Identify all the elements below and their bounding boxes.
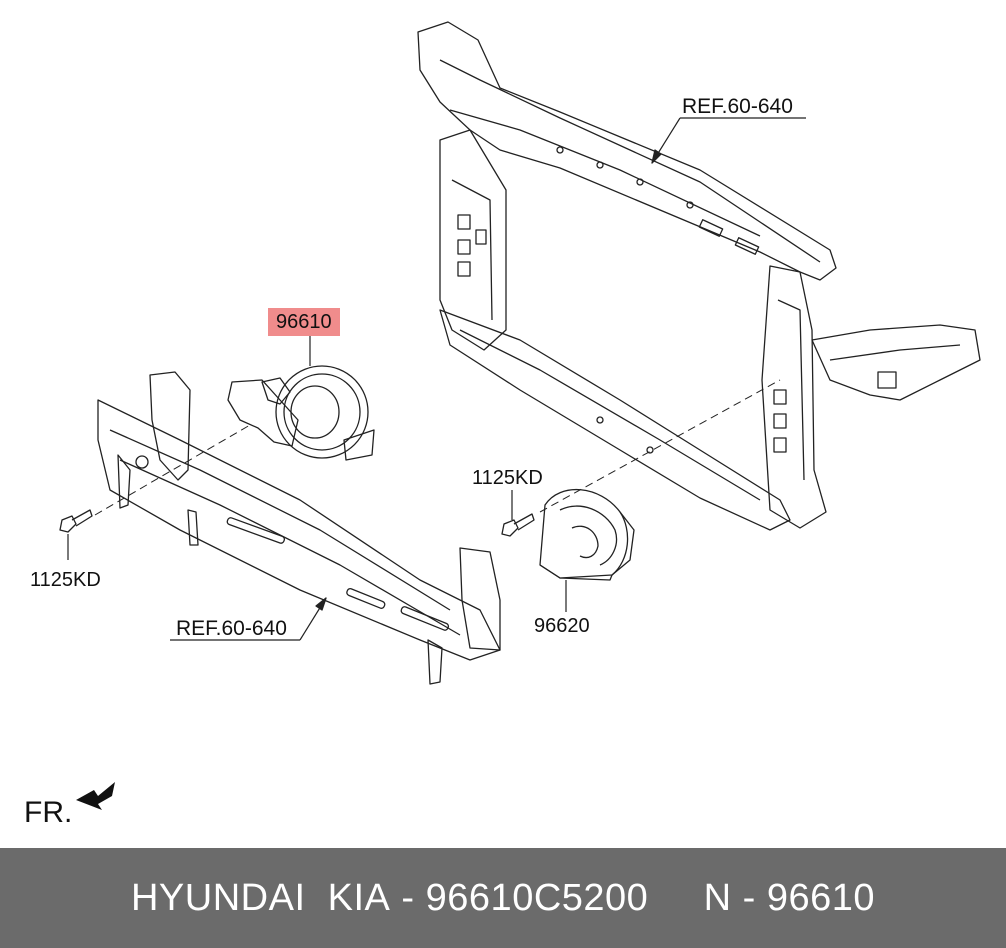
footer-gap — [648, 877, 703, 920]
horn-low-tone — [539, 488, 635, 581]
footer-code: 96610 — [766, 876, 876, 919]
bolt-label-right: 1125KD — [472, 467, 543, 489]
footer-code-prefix: N — [703, 876, 732, 919]
front-arrow-icon — [76, 782, 115, 810]
footer-separator-2: - — [731, 876, 767, 919]
part-label-96620: 96620 — [534, 615, 590, 637]
bolt-right-icon — [501, 513, 535, 537]
ref-label-top: REF.60-640 — [682, 95, 793, 118]
footer-part-number: 96610C5200 — [425, 876, 649, 919]
ref-label-bottom: REF.60-640 — [176, 617, 287, 640]
front-direction-label: FR. — [24, 796, 73, 829]
part-label-96610: 96610 — [268, 308, 340, 336]
footer-brand: HYUNDAI KIA — [130, 876, 391, 919]
footer-separator: - — [390, 876, 426, 919]
bolt-left-icon — [59, 509, 93, 533]
footer-bar: HYUNDAI KIA - 96610C5200 N - 96610 — [0, 848, 1006, 948]
bumper-beam — [97, 371, 501, 685]
parts-diagram — [59, 21, 981, 810]
leader-lines — [67, 117, 806, 641]
alignment-lines — [94, 379, 781, 516]
radiator-support-frame — [417, 21, 981, 531]
horn-high-tone — [227, 365, 375, 461]
bolt-label-left: 1125KD — [30, 569, 101, 591]
